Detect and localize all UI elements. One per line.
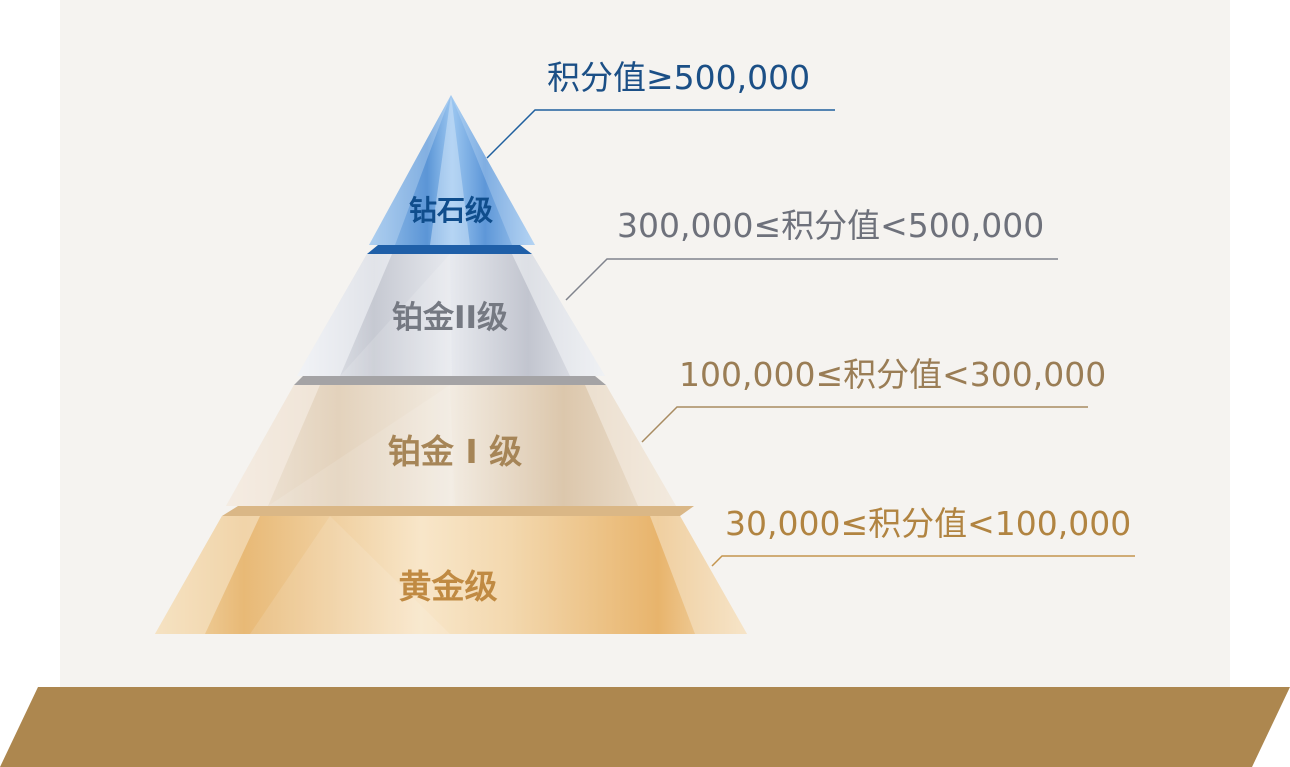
tier-gold-facet-right xyxy=(650,516,747,634)
leader-line-diamond xyxy=(486,109,835,159)
leader-line-platinum-2 xyxy=(565,258,1058,301)
range-label-diamond: 积分值≥500,000 xyxy=(547,58,810,97)
tier-platinum-2-facet-left xyxy=(297,254,392,376)
tier-platinum-1-name: 铂金 I 级 xyxy=(388,432,522,471)
tier-platinum-2-name: 铂金II级 xyxy=(392,300,508,336)
tier-diamond xyxy=(369,95,535,245)
tier-platinum-2-facet-mid xyxy=(340,254,452,376)
tier-platinum-2-top-edge xyxy=(367,245,532,254)
tier-gold-top-edge xyxy=(222,506,694,516)
tier-gold-face xyxy=(155,516,747,634)
tier-gold xyxy=(155,506,747,634)
tier-platinum-1-facet-mid xyxy=(268,385,455,506)
tier-gold-facet-left xyxy=(155,516,260,634)
tier-diamond-name: 钻石级 xyxy=(409,194,493,227)
tier-diamond-facet-center xyxy=(430,95,470,245)
tier-platinum-1-facet-right xyxy=(585,385,676,506)
range-label-platinum-1: 100,000≤积分值<300,000 xyxy=(679,355,1106,394)
tier-platinum-2 xyxy=(297,245,605,376)
tier-diamond-facet-left xyxy=(369,95,451,245)
tier-gold-name: 黄金级 xyxy=(399,567,498,606)
tier-platinum-1-top-edge xyxy=(294,376,606,385)
base-platform xyxy=(0,687,1290,767)
leader-line-platinum-1 xyxy=(641,406,1088,443)
tier-platinum-1-facet-left xyxy=(226,385,320,506)
range-label-gold: 30,000≤积分值<100,000 xyxy=(725,504,1131,543)
tier-diamond-facet-right xyxy=(451,95,535,245)
tier-platinum-2-facet-right xyxy=(512,254,605,376)
range-label-platinum-2: 300,000≤积分值<500,000 xyxy=(617,206,1044,245)
leader-line-gold xyxy=(711,555,1135,567)
tier-platinum-1 xyxy=(226,376,676,506)
tier-platinum-1-face xyxy=(226,385,676,506)
tier-gold-facet-mid xyxy=(250,516,450,634)
